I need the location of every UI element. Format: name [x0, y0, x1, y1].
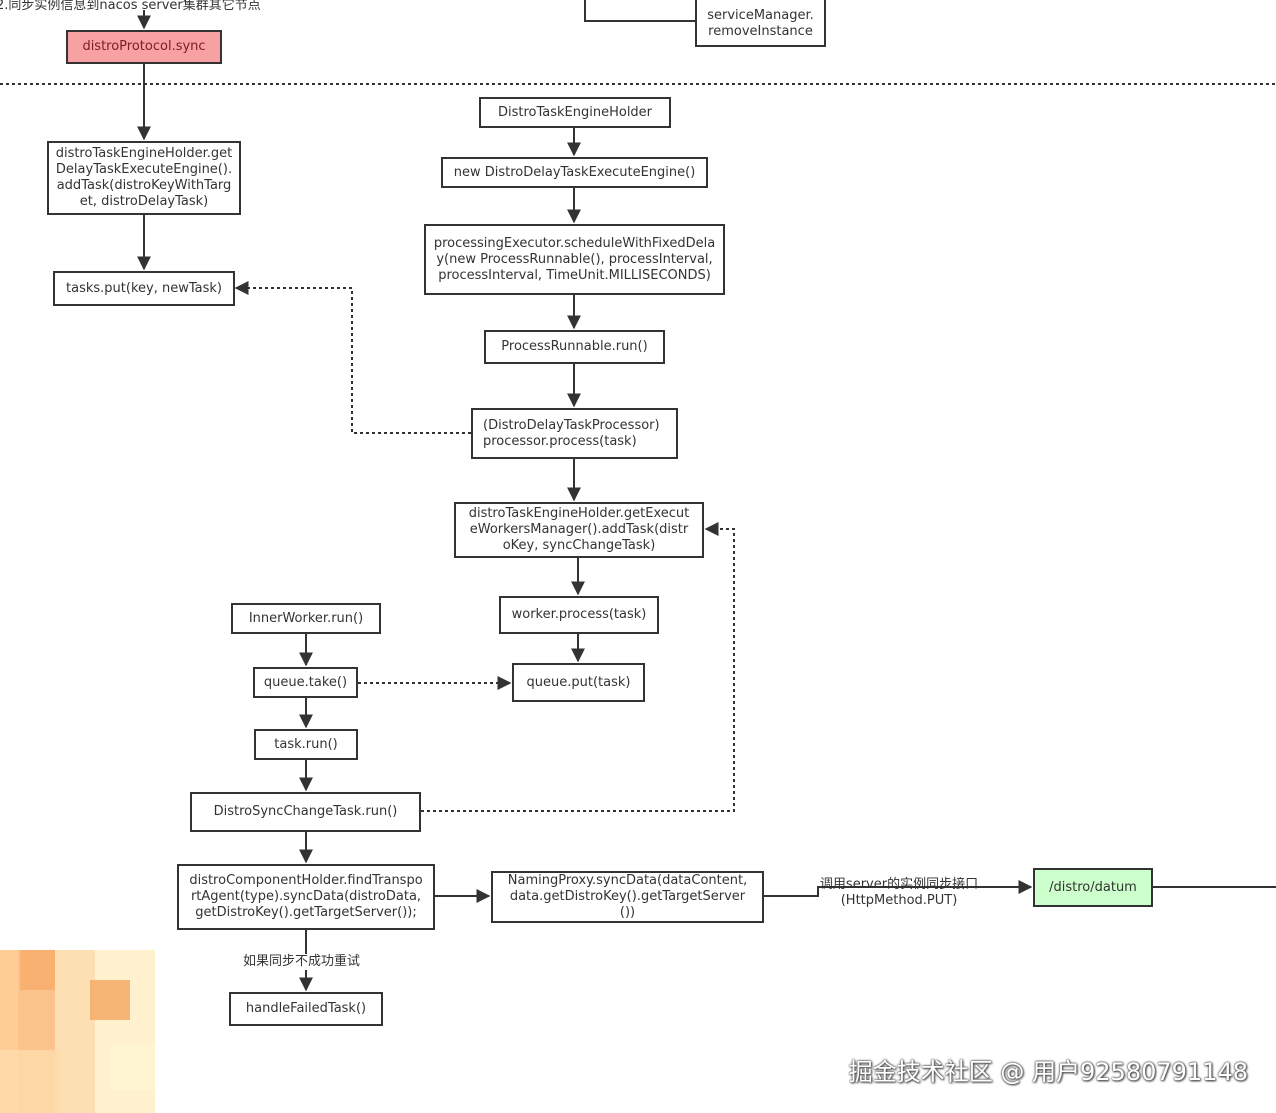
node-task-run[interactable]: task.run() — [254, 729, 358, 760]
node-worker-process[interactable]: worker.process(task) — [499, 596, 659, 634]
node-execute-workers-add[interactable]: distroTaskEngineHolder.getExecuteWorkers… — [454, 502, 704, 558]
node-processor-process[interactable]: (DistroDelayTaskProcessor) processor.pro… — [471, 408, 678, 459]
node-add-task-delay[interactable]: distroTaskEngineHolder.getDelayTaskExecu… — [47, 141, 241, 215]
node-distro-datum[interactable]: /distro/datum — [1033, 868, 1153, 907]
node-schedule-fixed-delay[interactable]: processingExecutor.scheduleWithFixedDela… — [424, 224, 725, 295]
watermark: 掘金技术社区 @ 用户92580791148 — [848, 1058, 1248, 1086]
edge-to-remove-instance — [584, 0, 696, 22]
node-handle-failed-task[interactable]: handleFailedTask() — [229, 992, 383, 1026]
node-queue-put[interactable]: queue.put(task) — [512, 663, 645, 702]
node-inner-worker-run[interactable]: InnerWorker.run() — [231, 603, 381, 634]
edge-processor-to-tasksput — [234, 281, 471, 434]
node-naming-proxy-sync[interactable]: NamingProxy.syncData(dataContent, data.g… — [491, 871, 764, 923]
node-tasks-put[interactable]: tasks.put(key, newTask) — [53, 271, 235, 306]
blurred-avatar — [0, 950, 155, 1113]
node-engine-holder[interactable]: DistroTaskEngineHolder — [479, 97, 671, 128]
node-sync-change-task-run[interactable]: DistroSyncChangeTask.run() — [190, 792, 421, 832]
node-distro-protocol-sync[interactable]: distroProtocol.sync — [66, 30, 222, 64]
edge-label-call-server-sync: 调用server的实例同步接口 (HttpMethod.PUT) — [819, 877, 979, 908]
node-process-runnable-run[interactable]: ProcessRunnable.run() — [484, 330, 665, 364]
edge-syncchange-to-workersadd — [421, 522, 735, 812]
node-queue-take[interactable]: queue.take() — [253, 667, 358, 698]
node-service-manager-remove-text: serviceManager. removeInstance — [707, 8, 814, 39]
section-caption: 2.同步实例信息到nacos server集群其它节点 — [0, 0, 261, 13]
node-component-holder-sync[interactable]: distroComponentHolder.findTransportAgent… — [177, 864, 435, 930]
node-new-delay-engine[interactable]: new DistroDelayTaskExecuteEngine() — [441, 157, 708, 188]
edge-namingproxy-to-datum — [764, 880, 1033, 897]
edge-label-retry-if-failed: 如果同步不成功重试 — [243, 954, 361, 970]
node-service-manager-remove[interactable]: serviceManager. removeInstance — [695, 0, 826, 47]
